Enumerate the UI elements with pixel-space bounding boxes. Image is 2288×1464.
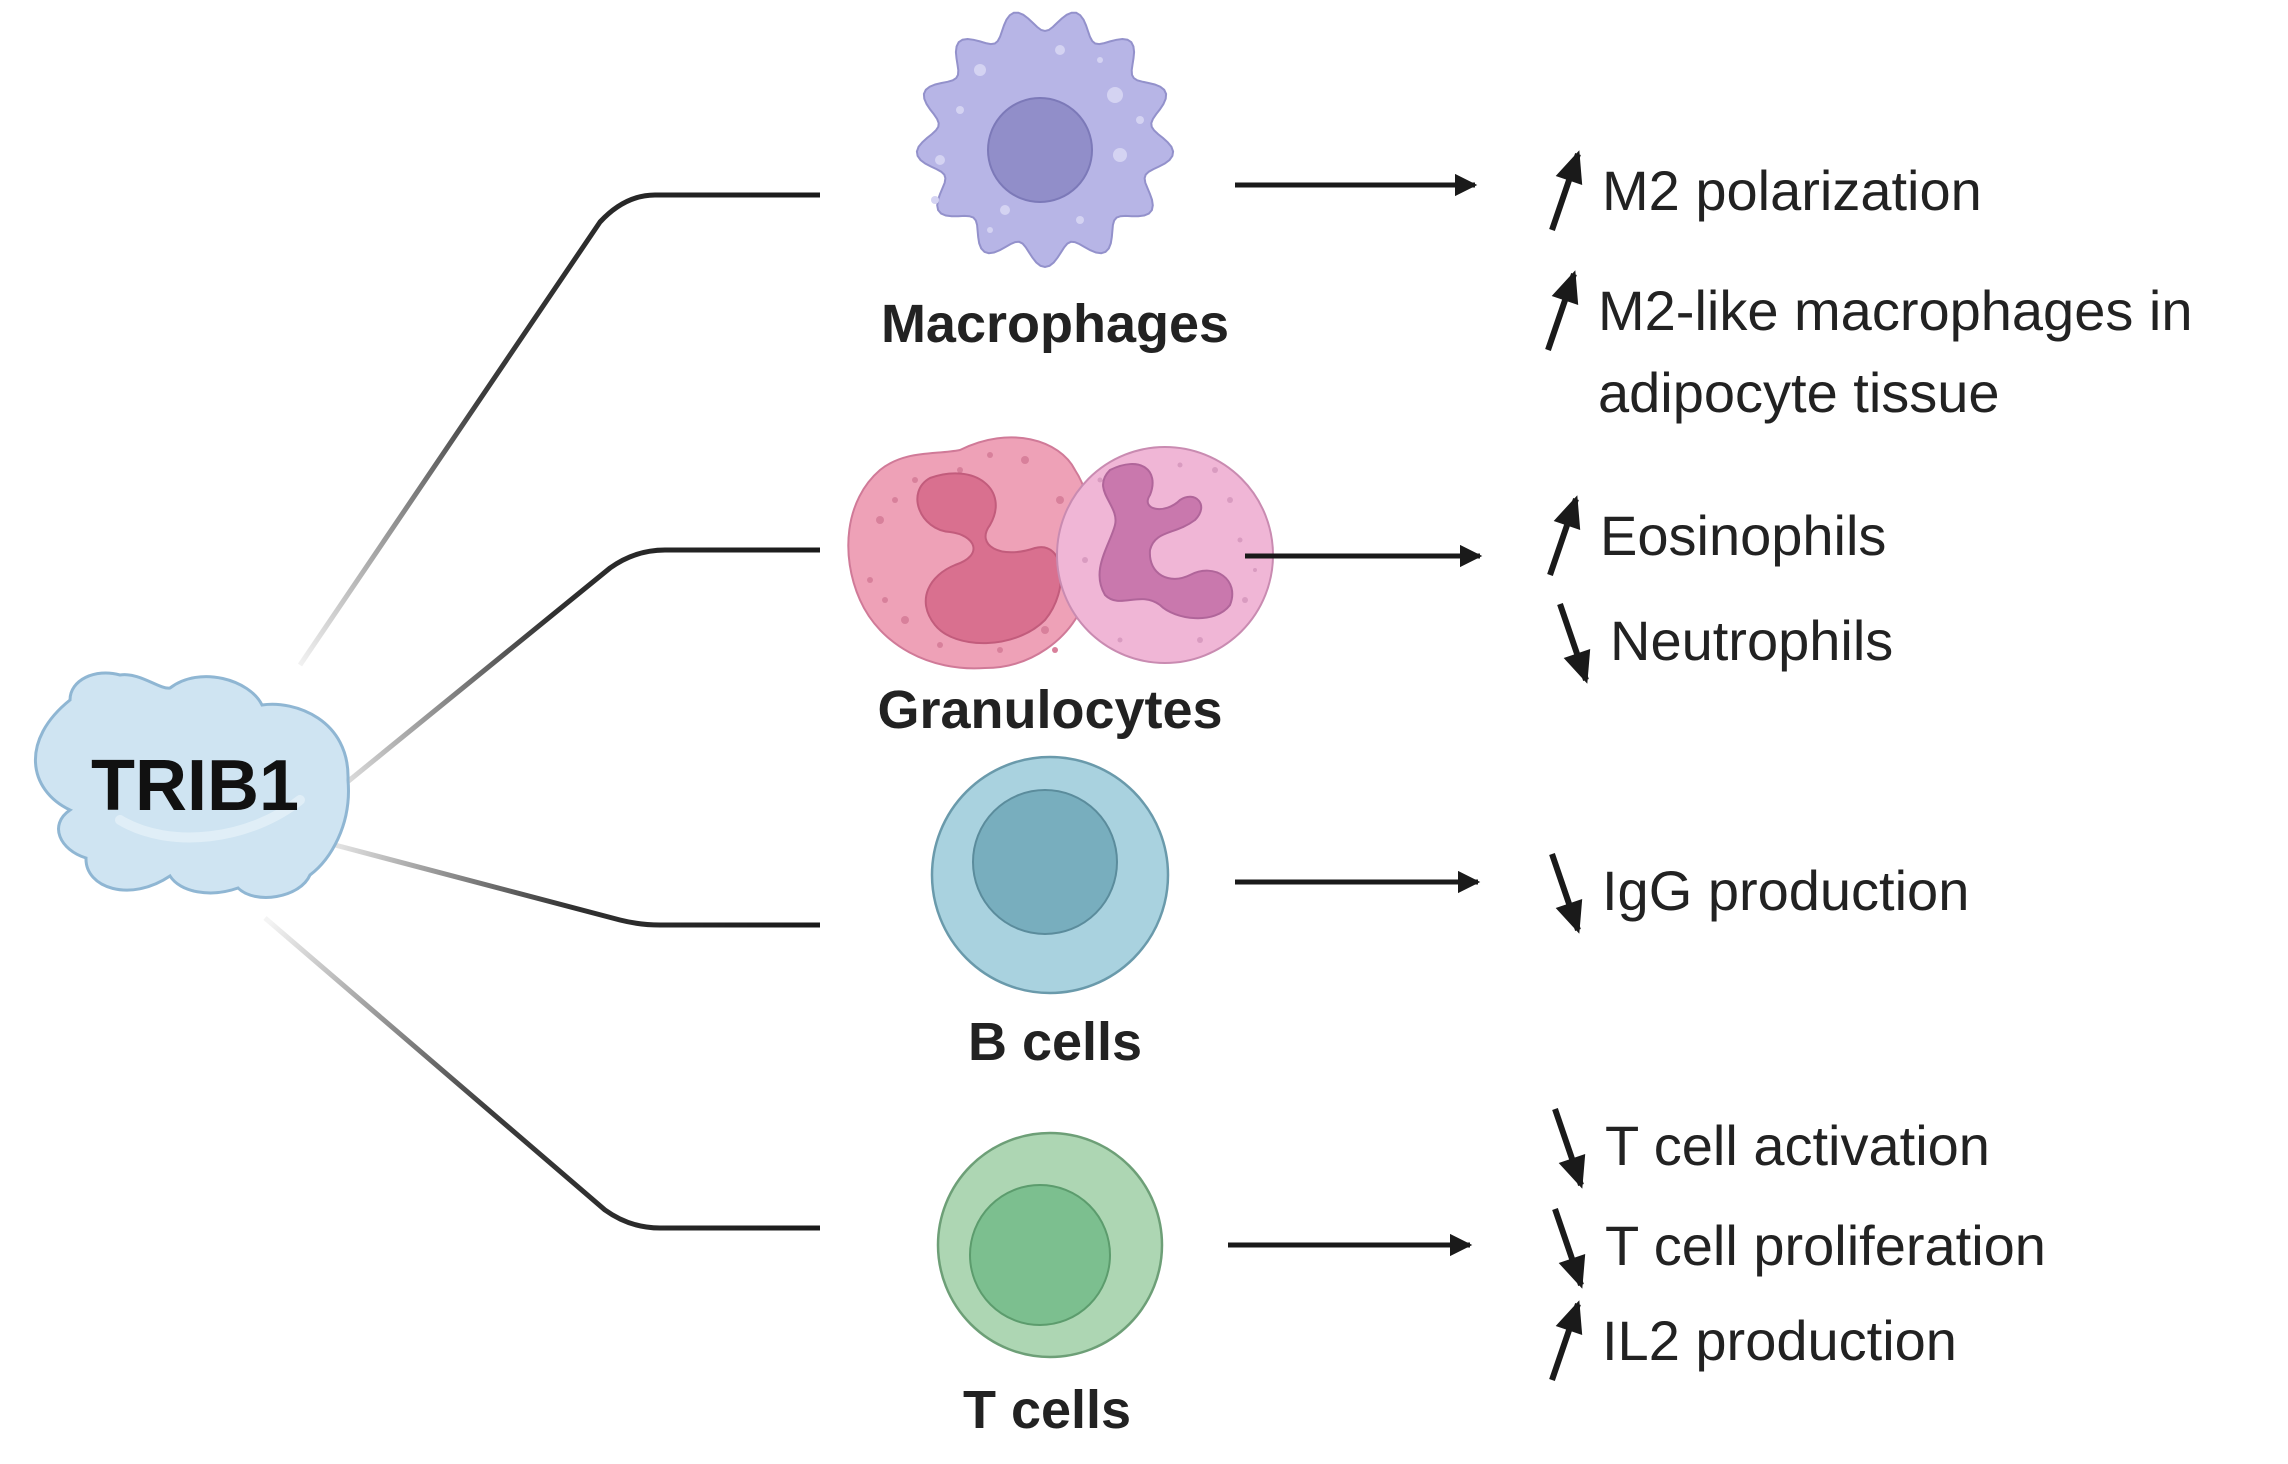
trend-up-arrow-icon bbox=[1547, 495, 1581, 576]
eosinophil-nucleus bbox=[916, 472, 1062, 645]
effect-item: T cell activation bbox=[1552, 1108, 1990, 1189]
effect-label: IgG production bbox=[1602, 859, 1969, 922]
effect-label: M2 polarization bbox=[1602, 159, 1982, 222]
trend-up-arrow-icon bbox=[1545, 270, 1579, 351]
effect-item: Neutrophils bbox=[1557, 603, 1893, 684]
b-cell-nucleus bbox=[972, 789, 1118, 935]
granulocytes-label: Granulocytes bbox=[877, 680, 1222, 740]
eosinophil-icon bbox=[847, 436, 1095, 670]
connector-b-cells bbox=[334, 842, 820, 928]
effect-label: Neutrophils bbox=[1610, 609, 1893, 672]
connector-granulocytes bbox=[333, 547, 820, 794]
macrophages-label: Macrophages bbox=[881, 294, 1229, 354]
trend-arrow-head bbox=[1558, 1154, 1586, 1189]
trend-arrow-head bbox=[1555, 899, 1583, 934]
trend-up-arrow-icon bbox=[1549, 150, 1583, 231]
effect-item: IgG production bbox=[1549, 853, 1969, 934]
neutrophil-nucleus bbox=[1098, 463, 1234, 620]
effect-label: T cell proliferation bbox=[1605, 1214, 2046, 1277]
trend-down-arrow-icon bbox=[1552, 1108, 1586, 1189]
macrophage-nucleus bbox=[987, 97, 1093, 203]
macrophage-icon bbox=[915, 11, 1175, 269]
t-cell-nucleus bbox=[969, 1184, 1111, 1326]
trend-arrow-head bbox=[1555, 1300, 1583, 1335]
effect-item: M2-like macrophages in adipocyte tissue bbox=[1545, 270, 2192, 424]
t-cells-label: T cells bbox=[963, 1380, 1131, 1440]
effect-label: adipocyte tissue bbox=[1598, 361, 2000, 424]
trend-arrow-head bbox=[1551, 270, 1579, 305]
trib1-node: TRIB1 bbox=[33, 671, 350, 899]
trend-up-arrow-icon bbox=[1549, 1300, 1583, 1381]
trib1-cloud-shape bbox=[33, 671, 350, 899]
b-cell-icon bbox=[930, 755, 1170, 995]
connector-macrophages bbox=[297, 192, 820, 667]
effect-label: M2-like macrophages in bbox=[1598, 279, 2192, 342]
effect-item: M2 polarization bbox=[1549, 150, 1982, 231]
trend-arrow-head bbox=[1553, 495, 1581, 530]
effect-item: Eosinophils bbox=[1547, 495, 1886, 576]
effect-label: Eosinophils bbox=[1600, 504, 1886, 567]
effect-label: IL2 production bbox=[1602, 1309, 1957, 1372]
trend-down-arrow-icon bbox=[1549, 853, 1583, 934]
connector-t-cells bbox=[263, 916, 820, 1231]
neutrophil-icon bbox=[1056, 446, 1274, 664]
effect-label: T cell activation bbox=[1605, 1114, 1990, 1177]
trend-down-arrow-icon bbox=[1557, 603, 1591, 684]
trend-down-arrow-icon bbox=[1552, 1208, 1586, 1289]
b-cells-label: B cells bbox=[968, 1012, 1142, 1072]
trend-arrow-head bbox=[1558, 1254, 1586, 1289]
t-cell-icon bbox=[936, 1131, 1164, 1359]
trend-arrow-head bbox=[1555, 150, 1583, 185]
trend-arrow-head bbox=[1563, 649, 1591, 684]
effect-item: T cell proliferation bbox=[1552, 1208, 2046, 1289]
effect-item: IL2 production bbox=[1549, 1300, 1957, 1381]
trib1-label: TRIB1 bbox=[91, 746, 299, 826]
